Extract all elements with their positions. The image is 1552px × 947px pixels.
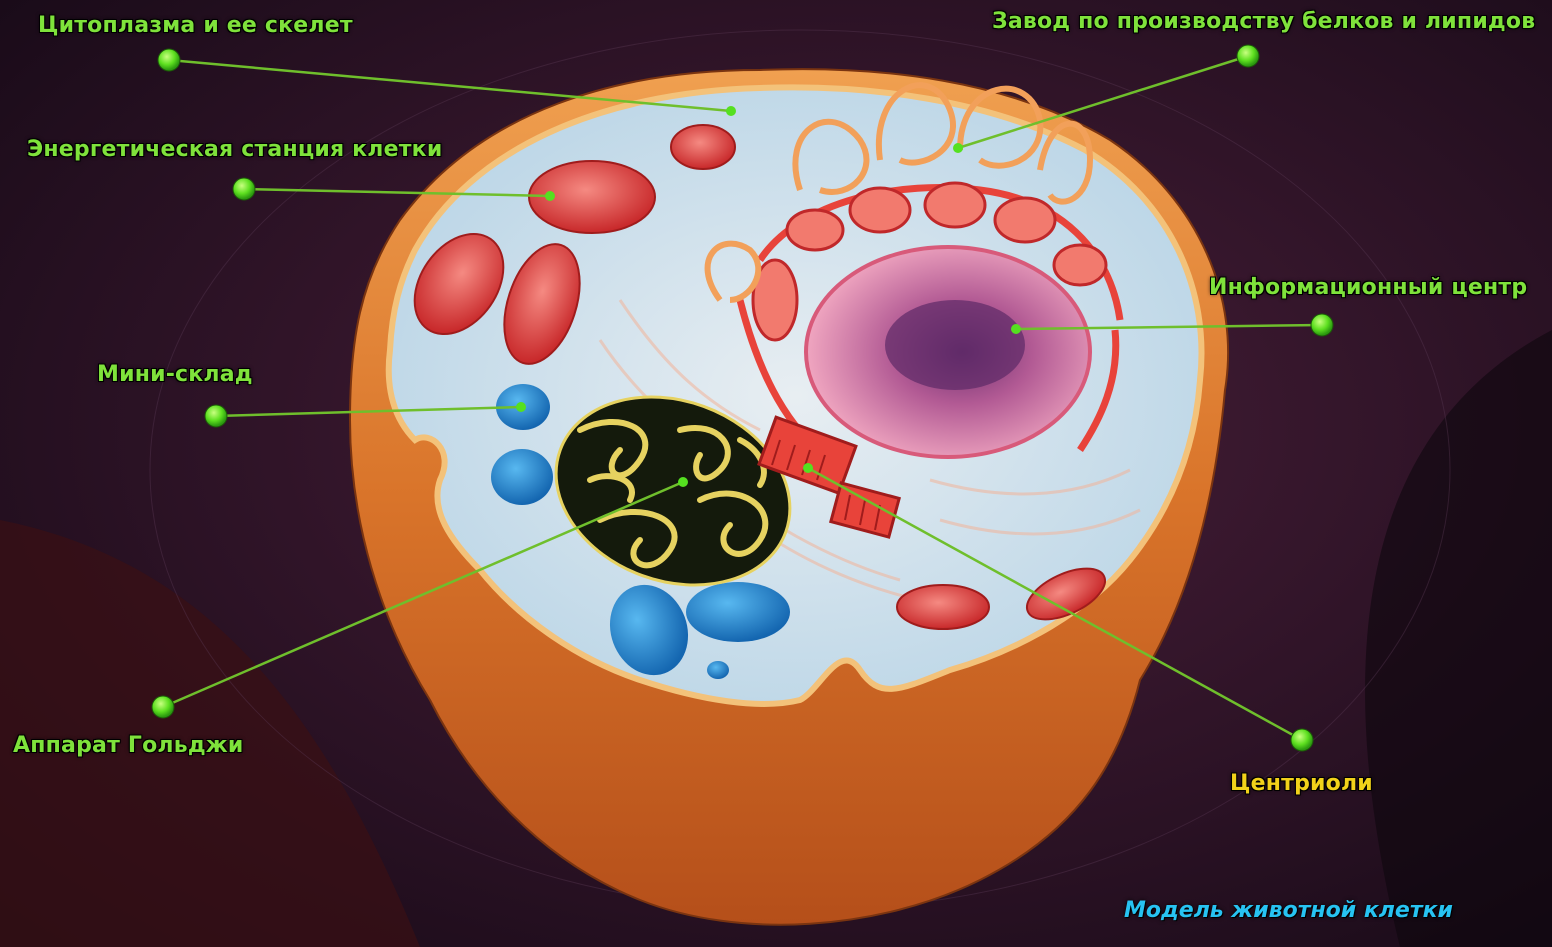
label-mitochondria: Энергетическая станция клетки bbox=[27, 137, 442, 162]
label-dot-cytoplasm bbox=[158, 49, 180, 71]
label-dot-centrioles bbox=[1291, 729, 1313, 751]
label-dot-vacuole bbox=[205, 405, 227, 427]
label-dot-nucleus bbox=[1311, 314, 1333, 336]
vesicle bbox=[686, 582, 790, 642]
diagram-caption: Модель животной клетки bbox=[1124, 898, 1453, 923]
label-dot-golgi bbox=[152, 696, 174, 718]
mitochondrion bbox=[671, 125, 735, 169]
label-golgi: Аппарат Гольджи bbox=[13, 733, 244, 758]
mitochondrion bbox=[897, 585, 989, 629]
label-nucleus: Информационный центр bbox=[1209, 275, 1527, 300]
label-er: Завод по производству белков и липидов bbox=[992, 9, 1535, 34]
label-dot-er bbox=[1237, 45, 1259, 67]
label-dot-mitochondria bbox=[233, 178, 255, 200]
label-cytoplasm: Цитоплазма и ее скелет bbox=[38, 13, 353, 38]
label-centrioles: Центриоли bbox=[1230, 771, 1373, 796]
vesicle bbox=[491, 449, 553, 505]
label-vacuole: Мини-склад bbox=[97, 362, 253, 387]
nucleolus bbox=[885, 300, 1025, 390]
vesicle bbox=[707, 661, 729, 679]
